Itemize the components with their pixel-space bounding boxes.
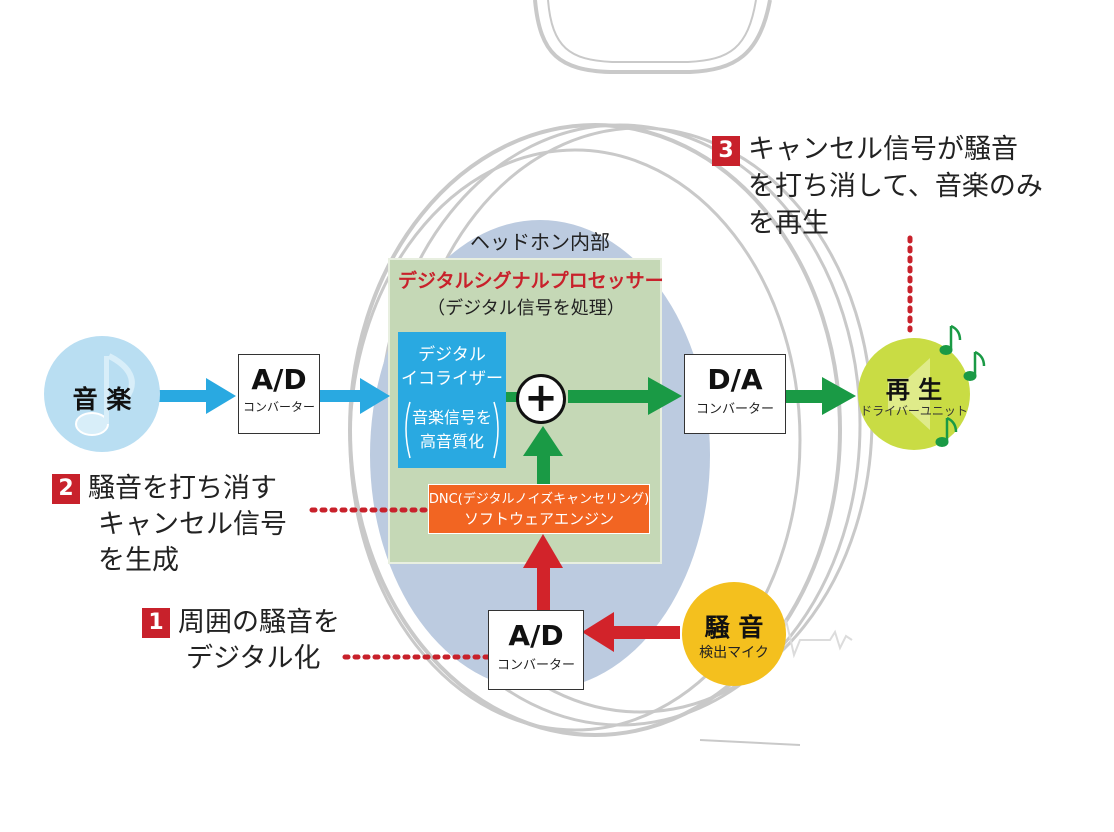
step-3-line-3: を再生 xyxy=(748,208,829,239)
play-label: 再 生 xyxy=(885,376,943,404)
mixer-plus-icon: + xyxy=(516,374,566,424)
music-signal-arrows xyxy=(150,378,390,414)
step-3-badge: 3 xyxy=(712,136,740,166)
headphone-inside-label: ヘッドホン内部 xyxy=(470,230,610,254)
step-3-line-1: キャンセル信号が騒音 xyxy=(748,134,1018,165)
noise-signal-arrows xyxy=(523,534,680,652)
ad-mic-main: A/D xyxy=(508,619,564,652)
music-label: 音 楽 xyxy=(72,385,132,414)
da-sub: コンバーター xyxy=(695,402,774,417)
eq-label-3: 音楽信号を xyxy=(411,408,492,427)
step-1-line-2: デジタル化 xyxy=(186,643,321,674)
eq-bracket xyxy=(405,401,499,459)
speaker-icon xyxy=(888,358,930,430)
step-1-line-1: 周囲の騒音を xyxy=(178,607,340,638)
step-2-line-3: を生成 xyxy=(98,545,179,576)
dsp-title: デジタルシグナルプロセッサー xyxy=(398,270,664,292)
music-notes-icon xyxy=(935,324,986,447)
eq-label-2: イコライザー xyxy=(401,369,503,389)
ad-converter-mic: A/D コンバーター xyxy=(488,610,584,690)
step-2-line-1: 騒音を打ち消す xyxy=(88,473,277,504)
ad-mic-sub: コンバーター xyxy=(496,658,575,673)
driver-label: ドライバーユニット xyxy=(860,404,968,418)
da-main: D/A xyxy=(707,363,763,396)
step-1-badge: 1 xyxy=(142,608,170,638)
dnc-box xyxy=(428,484,650,534)
da-converter: D/A コンバーター xyxy=(684,354,786,434)
music-note-icon xyxy=(75,353,135,436)
step-3-line-2: を打ち消して、音楽のみ xyxy=(748,171,1043,202)
green-signal-arrows xyxy=(506,377,856,484)
eq-label-4: 高音質化 xyxy=(419,432,484,451)
ad-converter-input: A/D コンバーター xyxy=(238,354,320,434)
noise-label: 騒 音 xyxy=(704,613,764,642)
dnc-label-1: DNC(デジタルノイズキャンセリング) xyxy=(428,492,650,507)
noise-mic-circle xyxy=(682,582,786,686)
step-2-line-2: キャンセル信号 xyxy=(98,509,287,540)
equalizer-box xyxy=(398,332,506,468)
ad-input-sub: コンバーター xyxy=(242,400,315,414)
dsp-subtitle: （デジタル信号を処理） xyxy=(427,298,625,319)
dnc-label-2: ソフトウェアエンジン xyxy=(463,510,614,528)
step-2-badge: 2 xyxy=(52,474,80,504)
ad-input-main: A/D xyxy=(251,363,307,396)
mic-label: 検出マイク xyxy=(699,645,769,661)
eq-label-1: デジタル xyxy=(418,345,486,365)
